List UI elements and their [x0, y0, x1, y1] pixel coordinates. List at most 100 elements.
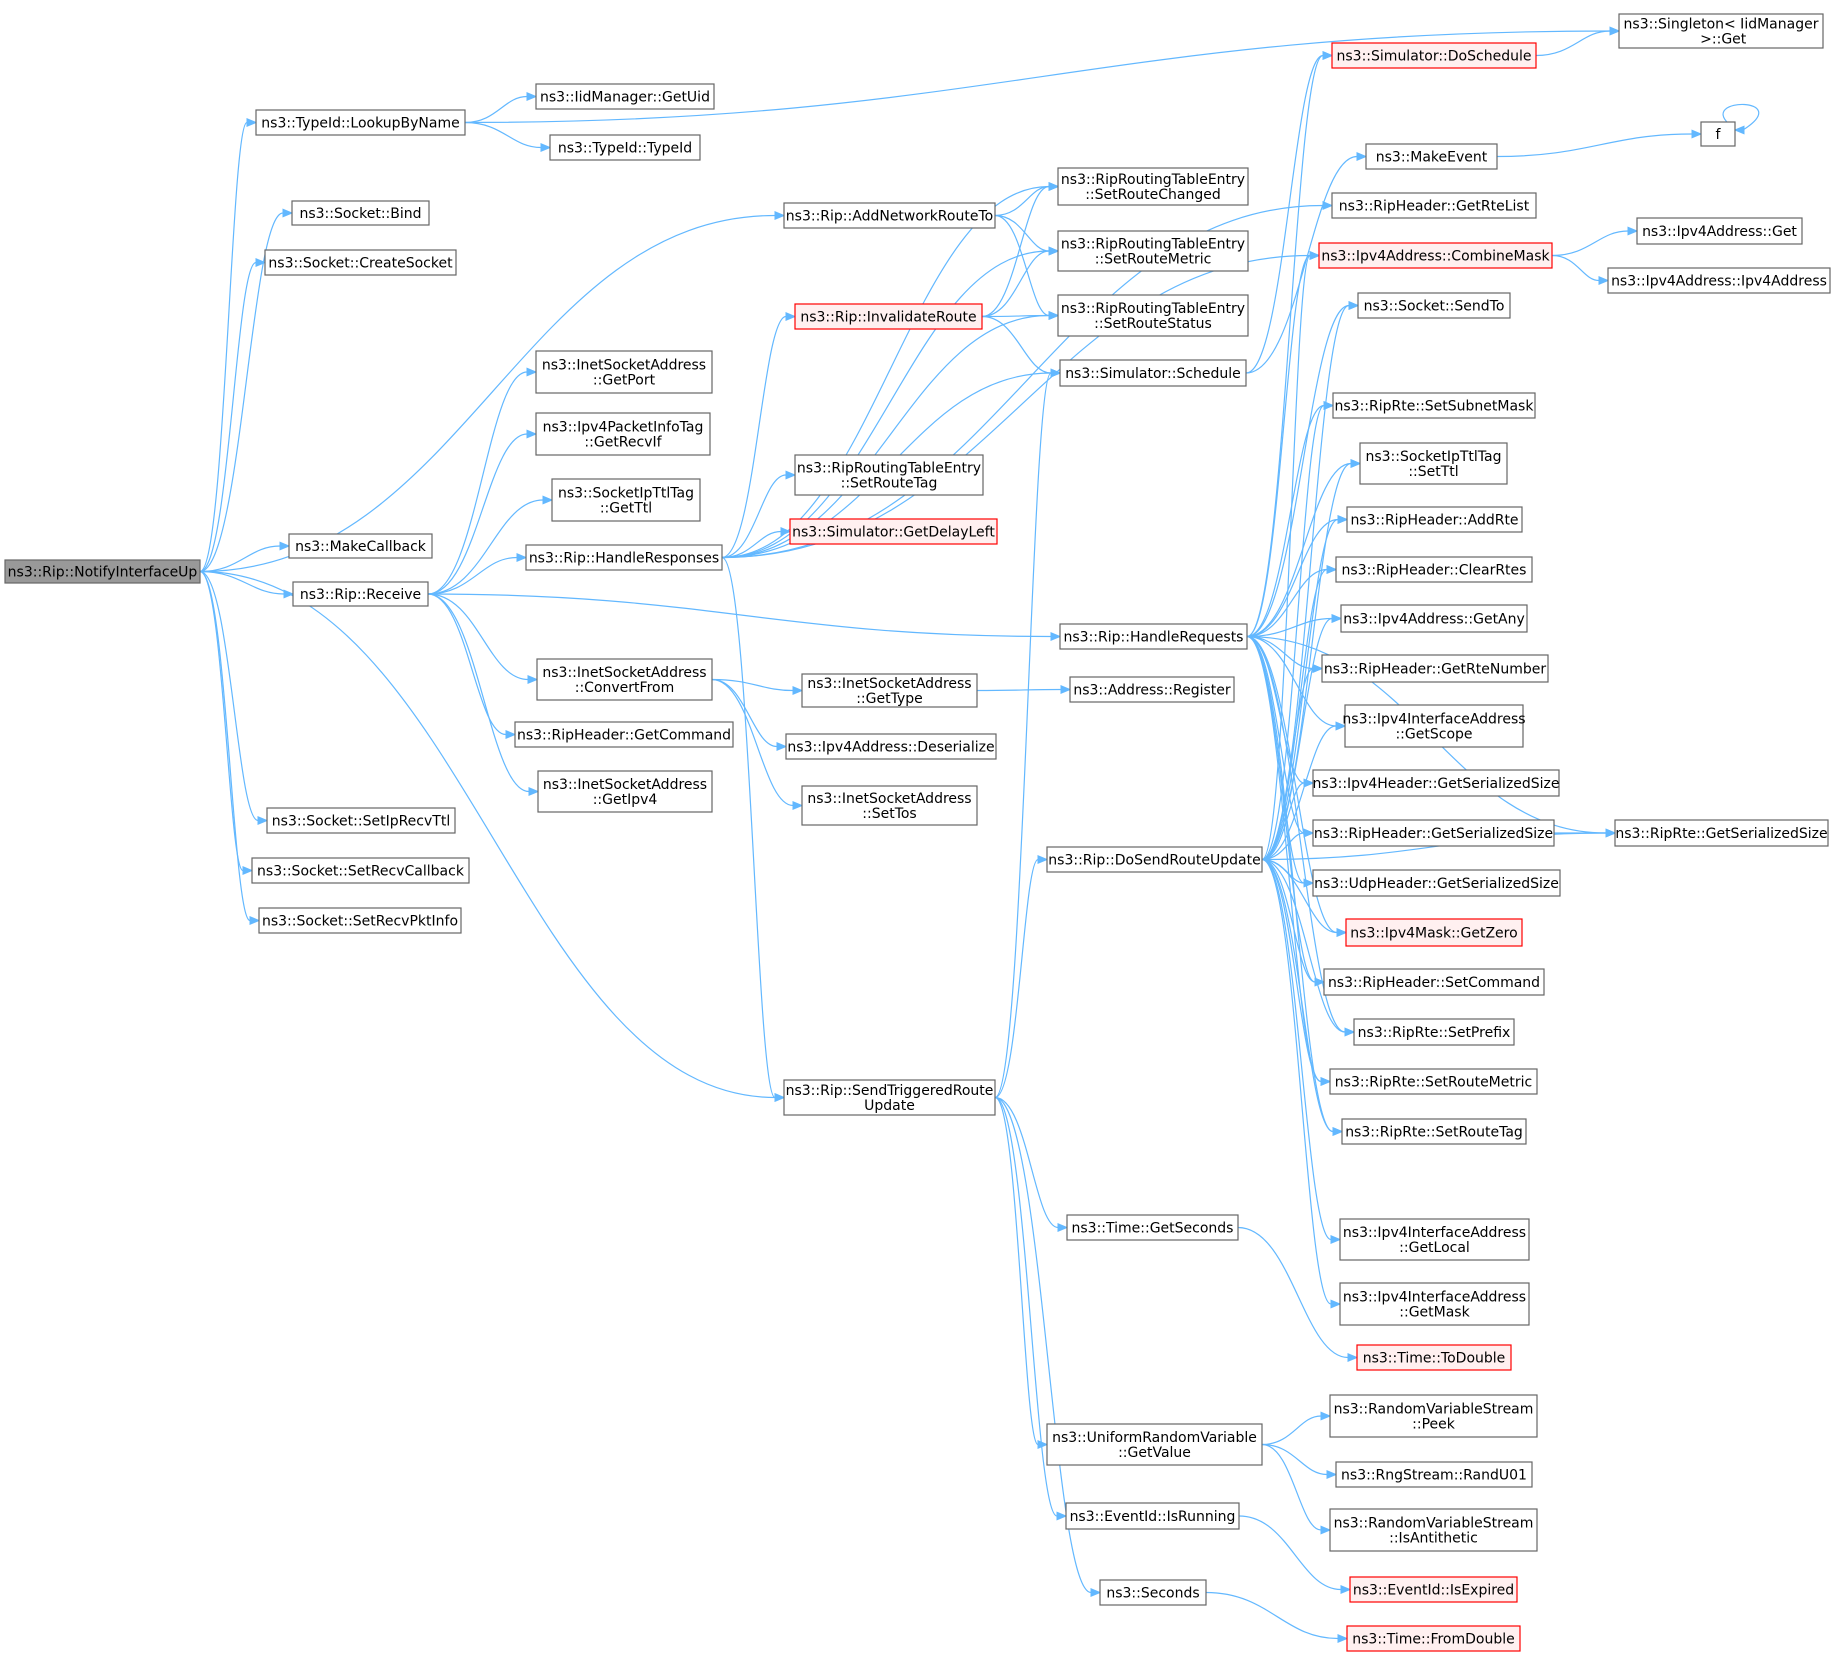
node-ns3-riproutingtableentry-setroutestatus[interactable]: ns3::RipRoutingTableEntry::SetRouteStatu…	[1057, 294, 1249, 337]
node-label: ns3::RipHeader::GetRteNumber	[1324, 662, 1546, 678]
edge-arrowhead	[249, 915, 261, 926]
node-ns3-riproutingtableentry-setroutetag[interactable]: ns3::RipRoutingTableEntry::SetRouteTag	[794, 454, 984, 496]
node-ns3-eventid-isrunning[interactable]: ns3::EventId::IsRunning	[1065, 1502, 1240, 1530]
node-box	[789, 518, 998, 545]
edge-arrowhead	[242, 865, 254, 876]
edge-n1-to-n13	[464, 121, 552, 153]
node-ns3-socket-sendto[interactable]: ns3::Socket::SendTo	[1357, 292, 1511, 319]
node-ns3-singleton-iidmanager-get[interactable]: ns3::Singleton< IidManager >::Get	[1618, 13, 1824, 49]
node-ns3-simulator-doschedule[interactable]: ns3::Simulator::DoSchedule	[1331, 42, 1537, 69]
node-ns3-time-getseconds[interactable]: ns3::Time::GetSeconds	[1066, 1214, 1239, 1241]
node-ns3-socketipttltag-getttl[interactable]: ns3::SocketIpTtlTag::GetTtl	[551, 478, 701, 522]
node-box	[535, 350, 713, 394]
node-ns3-rip-invalidateroute[interactable]: ns3::Rip::InvalidateRoute	[794, 303, 983, 330]
node-ns3-ipv4address-combinemask[interactable]: ns3::Ipv4Address::CombineMask	[1318, 242, 1553, 269]
node-box	[1700, 121, 1736, 147]
node-ns3-socketipttltag-setttl[interactable]: ns3::SocketIpTtlTag::SetTtl	[1359, 442, 1508, 485]
node-ns3-inetsocketaddress-gettype[interactable]: ns3::InetSocketAddress::GetType	[801, 673, 978, 708]
node-ns3-simulator-schedule[interactable]: ns3::Simulator::Schedule	[1059, 359, 1247, 387]
node-ns3-ripheader-setcommand[interactable]: ns3::RipHeader::SetCommand	[1323, 968, 1545, 996]
node-ns3-uniformrandomvariable-getvalue[interactable]: ns3::UniformRandomVariable::GetValue	[1046, 1423, 1263, 1466]
node-ns3-randomvariablestream-peek[interactable]: ns3::RandomVariableStream::Peek	[1329, 1394, 1538, 1438]
edge-line	[994, 185, 1050, 217]
node-box	[536, 658, 713, 701]
node-ns3-seconds[interactable]: ns3::Seconds	[1099, 1579, 1207, 1606]
edge-line	[711, 678, 794, 807]
node-ns3-makecallback[interactable]: ns3::MakeCallback	[288, 533, 433, 559]
node-ns3-riproutingtableentry-setroutechanged[interactable]: ns3::RipRoutingTableEntry::SetRouteChang…	[1057, 167, 1249, 206]
node-ns3-rip-receive[interactable]: ns3::Rip::Receive	[292, 581, 429, 607]
edge-arrowhead	[255, 257, 267, 268]
node-ns3-socket-bind[interactable]: ns3::Socket::Bind	[291, 200, 430, 226]
node-ns3-simulator-getdelayleft[interactable]: ns3::Simulator::GetDelayLeft	[789, 518, 998, 545]
node-ns3-socket-createsocket[interactable]: ns3::Socket::CreateSocket	[264, 249, 457, 276]
node-ns3-ipv4interfaceaddress-getscope[interactable]: ns3::Ipv4InterfaceAddress::GetScope	[1342, 704, 1526, 748]
node-ns3-ipv4address-deserialize[interactable]: ns3::Ipv4Address::Deserialize	[785, 733, 997, 760]
node-ns3-inetsocketaddress-getipv4[interactable]: ns3::InetSocketAddress::GetIpv4	[537, 770, 713, 813]
node-label: ns3::InetSocketAddress	[542, 358, 706, 374]
node-ns3-ripheader-getserializedsize[interactable]: ns3::RipHeader::GetSerializedSize	[1312, 819, 1555, 847]
node-ns3-socket-setiprecvttl[interactable]: ns3::Socket::SetIpRecvTtl	[266, 807, 456, 834]
node-ns3-rip-notifyinterfaceup[interactable]: ns3::Rip::NotifyInterfaceUp	[4, 559, 201, 584]
node-ns3-ipv4interfaceaddress-getlocal[interactable]: ns3::Ipv4InterfaceAddress::GetLocal	[1339, 1218, 1530, 1261]
node-ns3-ipv4interfaceaddress-getmask[interactable]: ns3::Ipv4InterfaceAddress::GetMask	[1339, 1282, 1530, 1326]
node-ns3-udpheader-getserializedsize[interactable]: ns3::UdpHeader::GetSerializedSize	[1312, 869, 1561, 897]
node-label: ns3::MakeCallback	[295, 539, 427, 555]
node-ns3-eventid-isexpired[interactable]: ns3::EventId::IsExpired	[1349, 1576, 1518, 1603]
edge-arrowhead	[1337, 514, 1349, 525]
node-ns3-time-todouble[interactable]: ns3::Time::ToDouble	[1356, 1344, 1512, 1371]
edge-arrowhead	[1335, 721, 1347, 731]
node-label: >::Get	[1696, 32, 1747, 48]
node-ns3-riprte-setroutetag[interactable]: ns3::RipRte::SetRouteTag	[1341, 1118, 1527, 1145]
node-f[interactable]: f	[1700, 121, 1736, 147]
node-ns3-inetsocketaddress-getport[interactable]: ns3::InetSocketAddress::GetPort	[535, 350, 713, 394]
edge-arrowhead	[1057, 1222, 1069, 1233]
node-label: ns3::Ipv4InterfaceAddress	[1343, 1225, 1526, 1241]
node-box	[1329, 1394, 1538, 1438]
node-ns3-ripheader-getcommand[interactable]: ns3::RipHeader::GetCommand	[514, 721, 734, 748]
node-ns3-iidmanager-getuid[interactable]: ns3::IidManager::GetUid	[535, 83, 715, 110]
node-ns3-typeid-lookupbyname[interactable]: ns3::TypeId::LookupByName	[255, 109, 466, 136]
edge-arrowhead	[527, 674, 539, 685]
node-ns3-rngstream-randu01[interactable]: ns3::RngStream::RandU01	[1335, 1461, 1533, 1488]
node-ns3-ipv4header-getserializedsize[interactable]: ns3::Ipv4Header::GetSerializedSize	[1312, 769, 1560, 797]
node-ns3-riprte-setsubnetmask[interactable]: ns3::RipRte::SetSubnetMask	[1332, 392, 1536, 419]
node-ns3-rip-handleresponses[interactable]: ns3::Rip::HandleResponses	[525, 544, 723, 571]
edge-n5-to-n19	[427, 593, 517, 740]
node-ns3-rip-handlerequests[interactable]: ns3::Rip::HandleRequests	[1059, 623, 1248, 650]
node-ns3-address-register[interactable]: ns3::Address::Register	[1069, 676, 1235, 703]
node-ns3-ipv4packetinfotag-getrecvif[interactable]: ns3::Ipv4PacketInfoTag::GetRecvIf	[535, 412, 711, 456]
node-ns3-riprte-setprefix[interactable]: ns3::RipRte::SetPrefix	[1353, 1018, 1515, 1046]
edge-line	[1246, 635, 1316, 983]
node-ns3-ripheader-getrtelist[interactable]: ns3::RipHeader::GetRteList	[1331, 192, 1537, 219]
node-ns3-typeid-typeid[interactable]: ns3::TypeId::TypeId	[549, 134, 701, 161]
node-ns3-socket-setrecvpktinfo[interactable]: ns3::Socket::SetRecvPktInfo	[258, 907, 462, 934]
node-ns3-randomvariablestream-isantithetic[interactable]: ns3::RandomVariableStream::IsAntithetic	[1329, 1508, 1538, 1552]
node-ns3-makeevent[interactable]: ns3::MakeEvent	[1365, 143, 1498, 170]
node-label: ns3::Socket::Bind	[299, 206, 421, 222]
node-ns3-riproutingtableentry-setroutemetric[interactable]: ns3::RipRoutingTableEntry::SetRouteMetri…	[1057, 230, 1249, 272]
node-label: ns3::InetSocketAddress	[543, 777, 707, 793]
node-ns3-rip-addnetworkrouteto[interactable]: ns3::Rip::AddNetworkRouteTo	[783, 202, 996, 229]
node-ns3-ripheader-getrtenumber[interactable]: ns3::RipHeader::GetRteNumber	[1321, 654, 1549, 683]
node-box	[255, 109, 466, 136]
node-label: ns3::Simulator::Schedule	[1065, 366, 1241, 382]
node-ns3-ipv4address-getany[interactable]: ns3::Ipv4Address::GetAny	[1340, 604, 1528, 633]
node-ns3-inetsocketaddress-settos[interactable]: ns3::InetSocketAddress::SetTos	[801, 785, 978, 826]
node-ns3-ipv4mask-getzero[interactable]: ns3::Ipv4Mask::GetZero	[1345, 918, 1523, 947]
node-ns3-riprte-setroutemetric[interactable]: ns3::RipRte::SetRouteMetric	[1329, 1068, 1538, 1095]
node-box	[794, 454, 984, 496]
node-ns3-socket-setrecvcallback[interactable]: ns3::Socket::SetRecvCallback	[251, 857, 470, 884]
node-ns3-inetsocketaddress-convertfrom[interactable]: ns3::InetSocketAddress::ConvertFrom	[536, 658, 713, 701]
node-ns3-time-fromdouble[interactable]: ns3::Time::FromDouble	[1346, 1625, 1521, 1652]
node-ns3-ipv4address-ipv4address[interactable]: ns3::Ipv4Address::Ipv4Address	[1607, 267, 1831, 294]
edge-line	[427, 371, 528, 595]
node-ns3-rip-dosendrouteupdate[interactable]: ns3::Rip::DoSendRouteUpdate	[1046, 846, 1263, 873]
node-ns3-ripheader-addrte[interactable]: ns3::RipHeader::AddRte	[1346, 506, 1523, 533]
node-ns3-riprte-getserializedsize[interactable]: ns3::RipRte::GetSerializedSize	[1614, 819, 1829, 847]
node-ns3-ipv4address-get[interactable]: ns3::Ipv4Address::Get	[1636, 217, 1803, 245]
node-ns3-ripheader-clearrtes[interactable]: ns3::RipHeader::ClearRtes	[1335, 556, 1533, 583]
node-label: ns3::RandomVariableStream	[1334, 1402, 1534, 1418]
